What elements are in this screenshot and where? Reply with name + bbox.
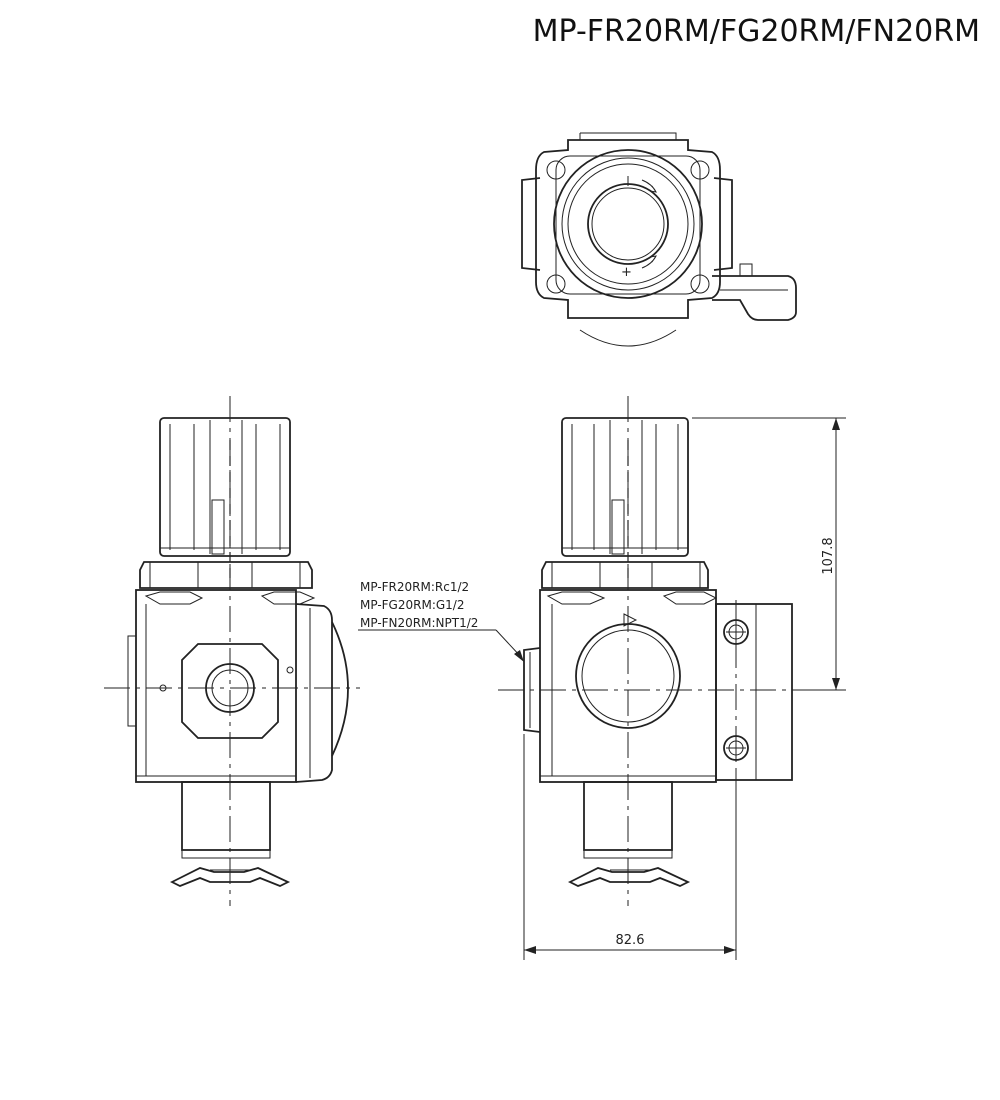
side-view: [104, 396, 360, 906]
port-label-fr: MP-FR20RM:Rc1/2: [360, 580, 469, 594]
width-dimension-label: 82.6: [616, 933, 645, 948]
height-dimension-label: 107.8: [821, 537, 836, 574]
front-view: [498, 396, 820, 906]
port-callout: MP-FR20RM:Rc1/2 MP-FG20RM:G1/2 MP-FN20RM…: [358, 580, 524, 662]
port-label-fg: MP-FG20RM:G1/2: [360, 598, 464, 612]
top-view: +: [521, 132, 797, 347]
port-label-fn: MP-FN20RM:NPT1/2: [360, 616, 478, 630]
dimension-width: 82.6: [523, 734, 737, 960]
dimension-height: 107.8: [692, 417, 846, 691]
drawing-title: MP-FR20RM/FG20RM/FN20RM: [532, 14, 980, 49]
plus-symbol: +: [621, 265, 632, 280]
